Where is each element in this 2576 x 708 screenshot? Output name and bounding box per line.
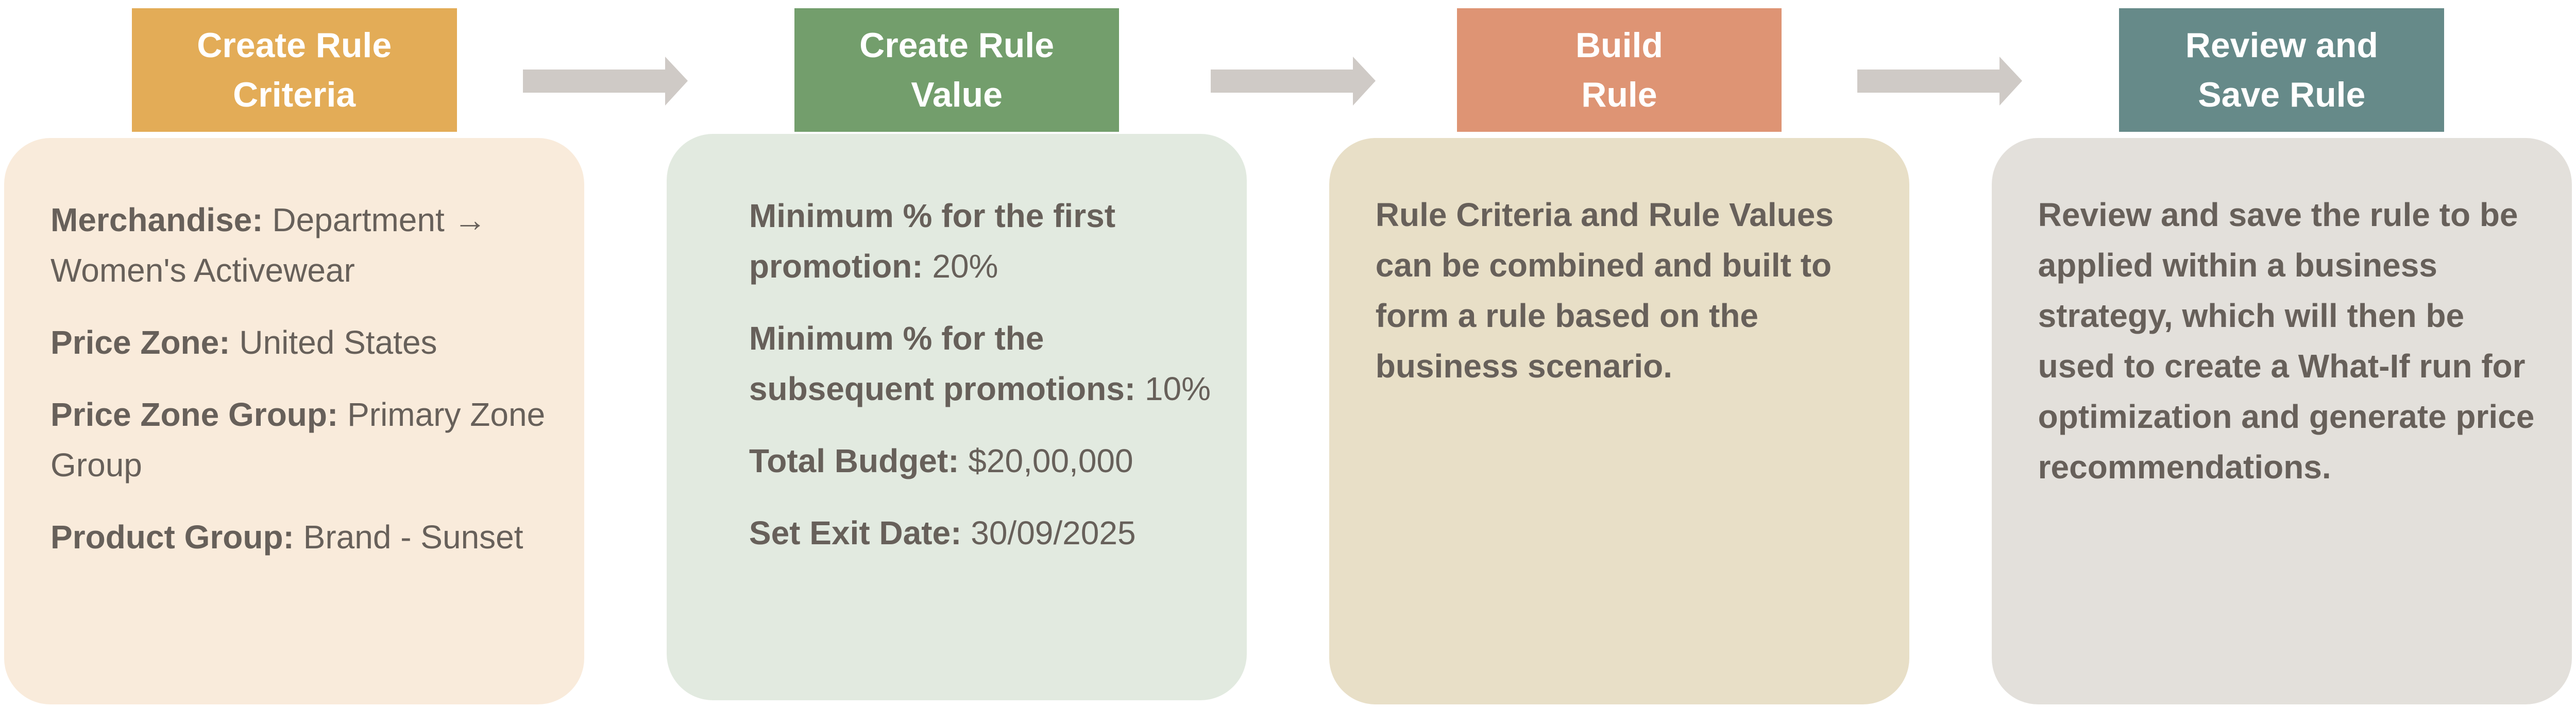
arrow-right-icon (523, 57, 688, 106)
item-label: Minimum % for the subsequent promotions: (749, 320, 1136, 407)
item-value: 10% (1144, 370, 1211, 407)
item-value: 30/09/2025 (971, 514, 1136, 551)
item-value: $20,00,000 (968, 442, 1133, 479)
criteria-price-zone-group: Price Zone Group: Primary Zone Group (50, 389, 553, 490)
step-2-card: Minimum % for the first promotion: 20% M… (666, 134, 1247, 700)
step-2-title-line2: Value (911, 75, 1003, 114)
step-3-description: Rule Criteria and Rule Values can be com… (1375, 196, 1834, 385)
item-label: Price Zone: (50, 324, 230, 361)
item-value: Primary Zone Group (50, 396, 546, 483)
item-label: Set Exit Date: (749, 514, 962, 551)
step-1-card: Merchandise: Department → Women's Active… (4, 138, 585, 704)
criteria-price-zone: Price Zone: United States (50, 317, 553, 368)
item-value: Department → Women's Activewear (50, 201, 487, 289)
step-4-title-line2: Save Rule (2198, 75, 2366, 114)
item-value: Brand - Sunset (303, 519, 523, 556)
item-label: Price Zone Group: (50, 396, 338, 433)
step-1-title-line2: Criteria (233, 75, 356, 114)
value-total-budget: Total Budget: $20,00,000 (749, 436, 1216, 486)
value-exit-date: Set Exit Date: 30/09/2025 (749, 508, 1216, 558)
item-label: Product Group: (50, 519, 294, 556)
step-3-card: Rule Criteria and Rule Values can be com… (1329, 138, 1910, 704)
item-label: Merchandise: (50, 201, 263, 238)
step-3-title-line1: Build (1575, 26, 1663, 65)
criteria-product-group: Product Group: Brand - Sunset (50, 512, 553, 562)
step-4-title-line1: Review and (2185, 26, 2378, 65)
step-1-title-line1: Create Rule (197, 26, 392, 65)
item-label: Minimum % for the first promotion: (749, 197, 1115, 285)
step-3-title-line2: Rule (1581, 75, 1657, 114)
value-first-promotion: Minimum % for the first promotion: 20% (749, 191, 1216, 291)
step-4-description: Review and save the rule to be applied w… (2038, 196, 2535, 486)
step-2-title-line1: Create Rule (859, 26, 1055, 65)
item-value: United States (239, 324, 437, 361)
item-label: Total Budget: (749, 442, 959, 479)
arrow-right-icon (1211, 57, 1376, 106)
item-value: 20% (932, 248, 998, 285)
criteria-merchandise: Merchandise: Department → Women's Active… (50, 195, 553, 296)
arrow-right-icon (1857, 57, 2022, 106)
value-subsequent-promotions: Minimum % for the subsequent promotions:… (749, 313, 1216, 414)
step-4-card: Review and save the rule to be applied w… (1991, 138, 2572, 704)
